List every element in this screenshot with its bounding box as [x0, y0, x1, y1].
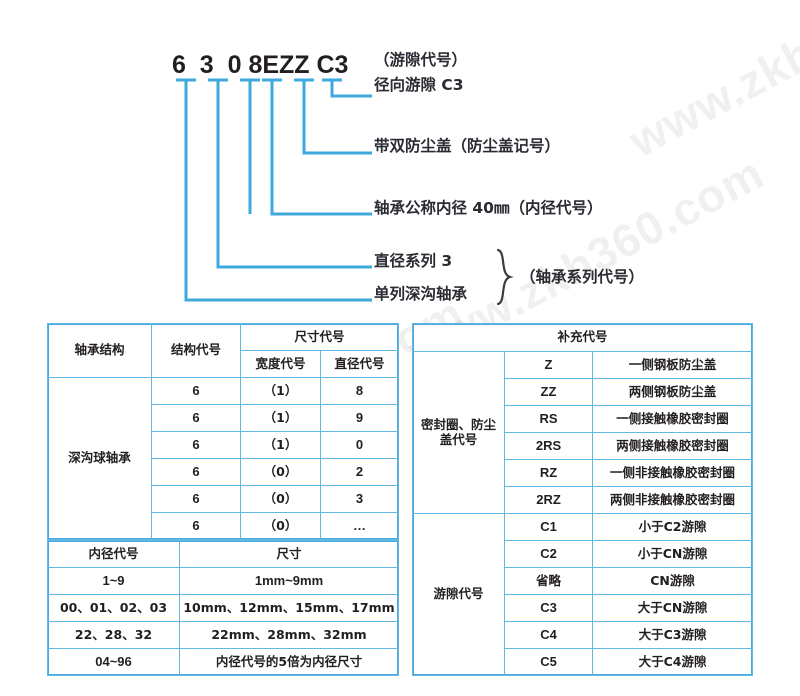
- header-size: 尺寸: [179, 540, 399, 568]
- table-row: C2 小于CN游隙: [413, 540, 754, 568]
- callout-bearing-series-code: （轴承系列代号）: [520, 268, 645, 286]
- table-row: 游隙代号 C1 小于C2游隙: [412, 513, 754, 676]
- callout-clearance-code-note: （游隙代号）: [374, 51, 468, 69]
- cell-bore-code: 22、28、32: [47, 621, 180, 649]
- cell-desc: 一侧接触橡胶密封圈: [591, 405, 754, 433]
- callout-bore-diameter: 轴承公称内径 40㎜（内径代号）: [374, 199, 603, 217]
- cell-bore-code: 00、01、02、03: [47, 594, 180, 622]
- cell-diameter-code: 2: [319, 458, 400, 486]
- cell-structure-name: 深沟球轴承: [47, 377, 152, 540]
- cell-code: C1: [504, 513, 593, 541]
- callout-diameter-series: 直径系列 3: [374, 252, 453, 270]
- cell-width-code: （0）: [240, 458, 321, 486]
- cell-bore-code: 04~96: [47, 648, 180, 676]
- table-row: 6 （1） 9: [48, 404, 400, 432]
- supplement-code-table: 补充代号 密封圈、防尘盖代号 Z 一侧钢板防尘盖 ZZ 两侧钢板防尘盖 RS 一…: [411, 323, 754, 676]
- structure-table: 轴承结构 结构代号 尺寸代号 宽度代号 直径代号 深沟球轴承 6 （1） 8 6…: [47, 323, 400, 540]
- table-subheader-row: 宽度代号 直径代号: [48, 350, 400, 378]
- cell-size: 内径代号的5倍为内径尺寸: [179, 648, 399, 676]
- cell-width-code: （1）: [240, 431, 321, 459]
- cell-code: C4: [504, 621, 593, 649]
- cell-desc: 小于C2游隙: [591, 513, 754, 541]
- cell-structure-code: 6: [151, 512, 241, 540]
- table-row: ZZ 两侧钢板防尘盖: [413, 378, 754, 406]
- cell-desc: 大于CN游隙: [591, 594, 754, 622]
- cell-desc: 两侧非接触橡胶密封圈: [591, 486, 754, 514]
- table-header-row: 轴承结构 结构代号 尺寸代号: [47, 323, 400, 378]
- cell-code: RS: [504, 405, 593, 433]
- table-row: RZ 一侧非接触橡胶密封圈: [413, 459, 754, 487]
- cell-code: ZZ: [504, 378, 593, 406]
- cell-diameter-code: 9: [319, 404, 400, 432]
- cell-code: 2RS: [504, 432, 593, 460]
- cell-width-code: （1）: [240, 377, 321, 405]
- cell-size: 1mm~9mm: [179, 567, 399, 595]
- table-header-row: 补充代号: [411, 323, 754, 352]
- cell-diameter-code: 0: [319, 431, 400, 459]
- cell-desc: 大于C3游隙: [591, 621, 754, 649]
- header-structure-code: 结构代号: [151, 323, 241, 378]
- cell-structure-code: 6: [151, 458, 241, 486]
- cell-code: 省略: [504, 567, 593, 595]
- table-row: 00、01、02、03 10mm、12mm、15mm、17mm: [47, 594, 399, 622]
- series-brace-icon: [496, 248, 514, 306]
- table-row: 省略 CN游隙: [413, 567, 754, 595]
- cell-structure-code: 6: [151, 485, 241, 513]
- table-row: 6 （1） 0: [48, 431, 400, 459]
- cell-structure-code: 6: [151, 431, 241, 459]
- table-row: 6 （0） 2: [48, 458, 400, 486]
- table-row: C5 大于C4游隙: [413, 648, 754, 676]
- table-row: 2RS 两侧接触橡胶密封圈: [413, 432, 754, 460]
- table-row: 深沟球轴承 6 （1） 8: [47, 377, 400, 540]
- cell-size: 22mm、28mm、32mm: [179, 621, 399, 649]
- cell-desc: 小于CN游隙: [591, 540, 754, 568]
- callout-radial-clearance: 径向游隙 C3: [374, 76, 464, 94]
- cell-desc: 一侧钢板防尘盖: [591, 351, 754, 379]
- cell-width-code: （0）: [240, 485, 321, 513]
- cell-structure-code: 6: [151, 377, 241, 405]
- header-size-code: 尺寸代号: [239, 323, 400, 351]
- cell-code: C3: [504, 594, 593, 622]
- cell-desc: 一侧非接触橡胶密封圈: [591, 459, 754, 487]
- callout-single-row-deep-groove: 单列深沟轴承: [374, 285, 468, 303]
- table-row: 04~96 内径代号的5倍为内径尺寸: [47, 648, 399, 676]
- header-bore-code: 内径代号: [47, 540, 180, 568]
- header-bearing-structure: 轴承结构: [47, 323, 152, 378]
- cell-code: C5: [504, 648, 593, 676]
- table-row: 6 （0） …: [48, 512, 400, 540]
- cell-code: Z: [504, 351, 593, 379]
- header-supplement-code: 补充代号: [411, 323, 754, 352]
- cell-code: C2: [504, 540, 593, 568]
- table-header-row: 内径代号 尺寸: [47, 540, 399, 568]
- bore-code-table: 内径代号 尺寸 1~9 1mm~9mm 00、01、02、03 10mm、12m…: [47, 540, 399, 676]
- header-width-code: 宽度代号: [240, 350, 321, 378]
- cell-diameter-code: 8: [319, 377, 400, 405]
- cell-bore-code: 1~9: [47, 567, 180, 595]
- cell-group-seal-name: 密封圈、防尘盖代号: [412, 351, 505, 514]
- cell-desc: CN游隙: [591, 567, 754, 595]
- table-row: RS 一侧接触橡胶密封圈: [413, 405, 754, 433]
- cell-desc: 大于C4游隙: [591, 648, 754, 676]
- table-row: 2RZ 两侧非接触橡胶密封圈: [413, 486, 754, 514]
- cell-width-code: （0）: [240, 512, 321, 540]
- cell-desc: 两侧钢板防尘盖: [591, 378, 754, 406]
- cell-size: 10mm、12mm、15mm、17mm: [179, 594, 399, 622]
- callout-double-shield: 带双防尘盖（防尘盖记号）: [374, 137, 561, 155]
- header-diameter-code: 直径代号: [319, 350, 400, 378]
- bearing-designation-code: 6 3 0 8EZZ C3: [172, 51, 349, 79]
- cell-code: RZ: [504, 459, 593, 487]
- table-row: 22、28、32 22mm、28mm、32mm: [47, 621, 399, 649]
- table-row: 1~9 1mm~9mm: [47, 567, 399, 595]
- cell-code: 2RZ: [504, 486, 593, 514]
- cell-width-code: （1）: [240, 404, 321, 432]
- cell-structure-code: 6: [151, 404, 241, 432]
- cell-diameter-code: 3: [319, 485, 400, 513]
- cell-diameter-code: …: [319, 512, 400, 540]
- table-row: 密封圈、防尘盖代号 Z 一侧钢板防尘盖: [412, 351, 754, 514]
- cell-desc: 两侧接触橡胶密封圈: [591, 432, 754, 460]
- cell-group-clearance-name: 游隙代号: [412, 513, 505, 676]
